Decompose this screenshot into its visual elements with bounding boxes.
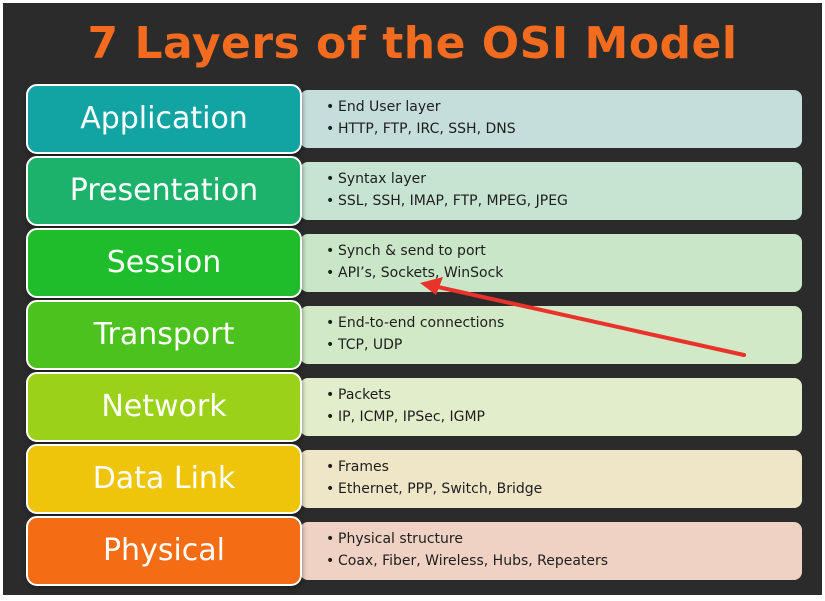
bullet-item: End User layer — [326, 96, 802, 118]
bullet-item: Coax, Fiber, Wireless, Hubs, Repeaters — [326, 550, 802, 572]
bullet-item: SSL, SSH, IMAP, FTP, MPEG, JPEG — [326, 190, 802, 212]
layer-row-transport: End-to-end connections TCP, UDP Transpor… — [0, 300, 825, 370]
slide-title: 7 Layers of the OSI Model — [87, 18, 738, 69]
bullet-item: TCP, UDP — [326, 334, 802, 356]
bullet-item: End-to-end connections — [326, 312, 802, 334]
bullet-item: Packets — [326, 384, 802, 406]
layer-label-physical: Physical — [26, 516, 302, 586]
bullet-item: IP, ICMP, IPSec, IGMP — [326, 406, 802, 428]
layer-row-presentation: Syntax layer SSL, SSH, IMAP, FTP, MPEG, … — [0, 156, 825, 226]
bullet-item: API’s, Sockets, WinSock — [326, 262, 802, 284]
layer-description: Physical structure Coax, Fiber, Wireless… — [300, 522, 802, 580]
layer-description: Frames Ethernet, PPP, Switch, Bridge — [300, 450, 802, 508]
layer-description: Synch & send to port API’s, Sockets, Win… — [300, 234, 802, 292]
layer-label-transport: Transport — [26, 300, 302, 370]
bullet-item: HTTP, FTP, IRC, SSH, DNS — [326, 118, 802, 140]
bullet-item: Synch & send to port — [326, 240, 802, 262]
layer-row-physical: Physical structure Coax, Fiber, Wireless… — [0, 516, 825, 586]
bullet-item: Frames — [326, 456, 802, 478]
layer-label-application: Application — [26, 84, 302, 154]
layer-label-presentation: Presentation — [26, 156, 302, 226]
layer-row-session: Synch & send to port API’s, Sockets, Win… — [0, 228, 825, 298]
layer-description: Packets IP, ICMP, IPSec, IGMP — [300, 378, 802, 436]
bullet-item: Syntax layer — [326, 168, 802, 190]
layer-row-network: Packets IP, ICMP, IPSec, IGMP Network — [0, 372, 825, 442]
layer-label-session: Session — [26, 228, 302, 298]
layer-description: Syntax layer SSL, SSH, IMAP, FTP, MPEG, … — [300, 162, 802, 220]
bullet-item: Ethernet, PPP, Switch, Bridge — [326, 478, 802, 500]
bullet-item: Physical structure — [326, 528, 802, 550]
layer-row-data-link: Frames Ethernet, PPP, Switch, Bridge Dat… — [0, 444, 825, 514]
layer-description: End-to-end connections TCP, UDP — [300, 306, 802, 364]
layer-label-network: Network — [26, 372, 302, 442]
layer-description: End User layer HTTP, FTP, IRC, SSH, DNS — [300, 90, 802, 148]
layer-label-data-link: Data Link — [26, 444, 302, 514]
layer-row-application: End User layer HTTP, FTP, IRC, SSH, DNS … — [0, 84, 825, 154]
